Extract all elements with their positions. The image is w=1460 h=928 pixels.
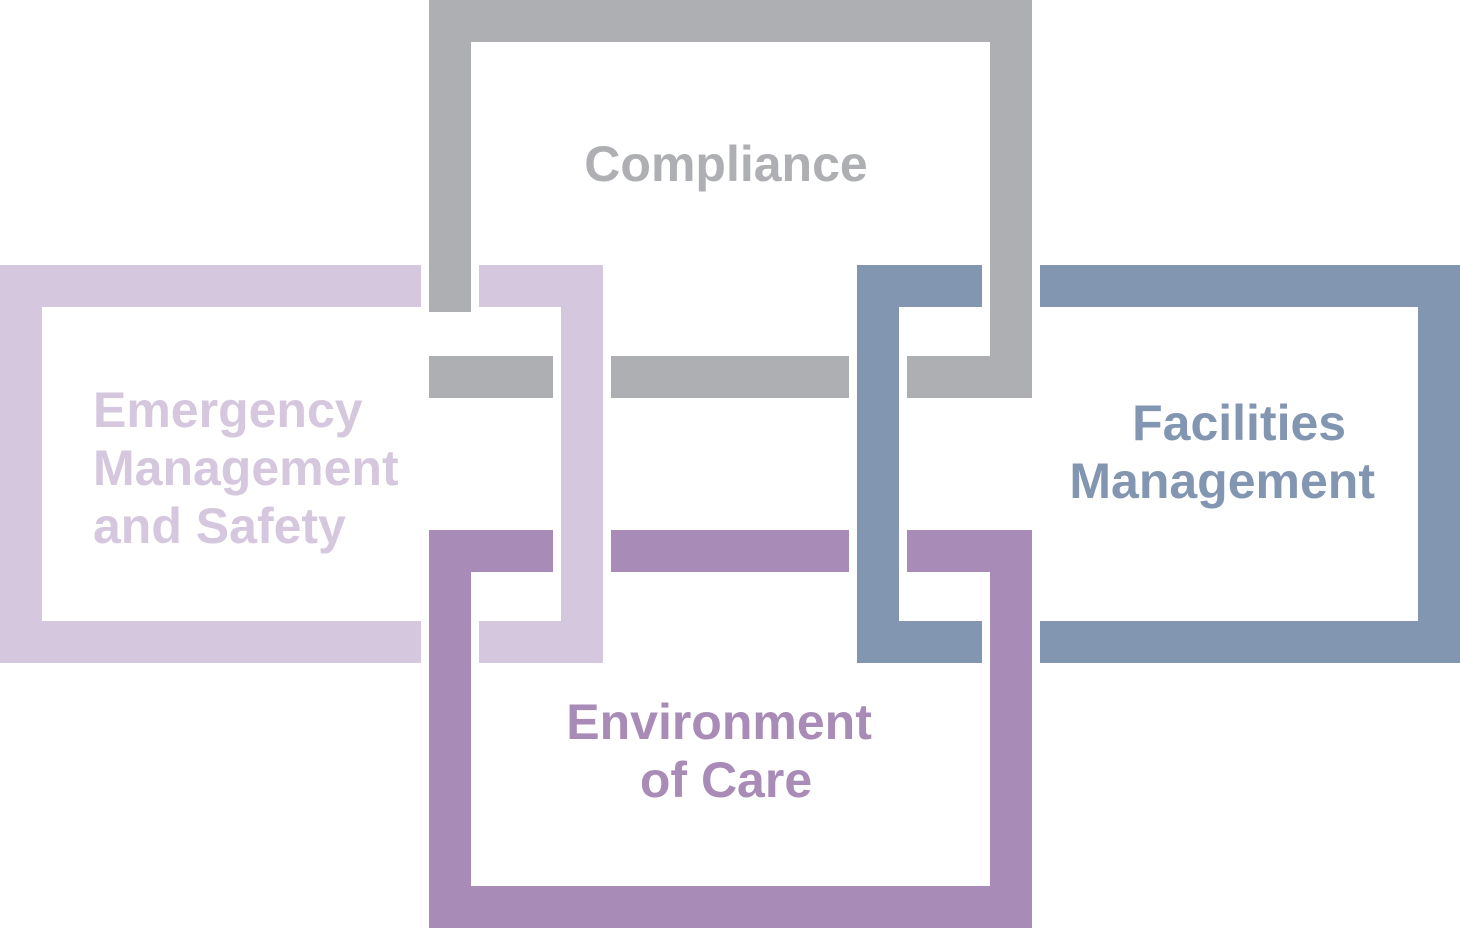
compliance-label: Compliance (584, 136, 867, 192)
emergency-frame (0, 265, 603, 663)
emergency-management-label: Emergency Management and Safety (93, 382, 413, 554)
environment-frame (429, 530, 1032, 928)
environment-of-care-label: Environment of Care (566, 694, 886, 808)
facilities-frame (857, 265, 1460, 663)
facilities-management-label: Facilities Management (1069, 395, 1375, 509)
compliance-frame (429, 0, 1032, 398)
